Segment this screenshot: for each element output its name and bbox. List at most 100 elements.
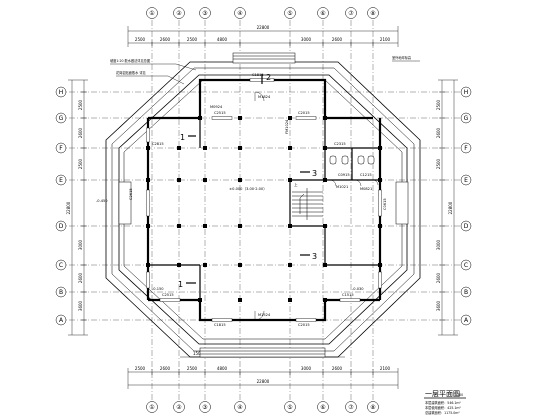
- dim-text: 3000: [78, 239, 83, 250]
- axis-bubbles-top: [146, 7, 379, 19]
- leader-note: 花岗岩贴面散水 详见: [116, 70, 147, 75]
- dim-text: 2500: [78, 99, 83, 110]
- axis-label: G: [59, 115, 64, 122]
- axis-label: F: [59, 145, 63, 152]
- axis-label: ③: [202, 10, 207, 17]
- axis-label: C: [464, 262, 468, 269]
- dim-text: 2500: [135, 366, 146, 371]
- window-label: C1515: [342, 293, 354, 297]
- axis-label: ①: [149, 404, 154, 411]
- area-note: 本层建筑面积：546.1m²: [425, 400, 462, 405]
- axis-label: ⑤: [287, 404, 292, 411]
- window-label: C0615: [383, 198, 387, 210]
- dim-text: 2600: [160, 37, 171, 42]
- stair-label: 上: [294, 182, 298, 187]
- door-label: M0821: [360, 187, 372, 191]
- axis-labels-right: H G F E D C B A: [464, 89, 469, 324]
- window-label: C2315: [334, 142, 346, 146]
- axis-labels-left: H G F E D C B A: [59, 89, 64, 324]
- opening-labels: C2515 C1815 C2015 C2815 C2315 C2515 C181…: [129, 73, 387, 327]
- elevation-mark: -0.030: [352, 287, 364, 291]
- axis-label: E: [59, 177, 63, 184]
- elevation-mark: -0.450: [96, 199, 108, 203]
- axis-label: D: [59, 223, 64, 230]
- dim-text: 3000: [301, 37, 312, 42]
- right-total-dim: 22800: [448, 201, 453, 214]
- axis-label: ⑧: [370, 10, 375, 17]
- axis-label: ⑥: [320, 10, 325, 17]
- dim-text: 2500: [436, 158, 441, 169]
- axis-label: ⑦: [348, 10, 354, 17]
- dim-text: 2500: [135, 37, 146, 42]
- axis-label: H: [464, 89, 469, 96]
- dim-text: 2600: [78, 272, 83, 283]
- dim-text: 2100: [380, 366, 391, 371]
- top-total-dim: 22800: [257, 25, 270, 30]
- axis-label: ④: [237, 404, 242, 411]
- section-label: 3: [312, 252, 317, 261]
- elevation-mark: -0.150: [152, 287, 164, 291]
- dim-text: 2600: [78, 127, 83, 138]
- dim-text: 3000: [301, 366, 312, 371]
- bottom-segment-dims: 2500 2600 2500 4800 3000 2600 2100: [135, 366, 391, 371]
- drawing-title: 一层平面图: [425, 390, 460, 398]
- bottom-inner-dim: 1500: [193, 351, 204, 356]
- dim-text: 2500: [436, 99, 441, 110]
- axis-label: ①: [149, 10, 154, 17]
- leader-note: 坡度1:20 散水做法详见总图: [110, 58, 150, 63]
- dim-text: 4800: [217, 37, 228, 42]
- axis-labels-bottom: ① ② ③ ④ ⑤ ⑥ ⑦ ⑧: [149, 404, 375, 411]
- dim-text: 2600: [436, 272, 441, 283]
- dim-text: 2600: [436, 127, 441, 138]
- axis-label: ⑦: [348, 404, 354, 411]
- window-label: C2615: [129, 188, 133, 200]
- door-label: M1824: [258, 95, 271, 99]
- stair: [292, 188, 323, 220]
- dim-text: 2600: [332, 366, 343, 371]
- axis-label: F: [464, 145, 468, 152]
- section-label: 3: [312, 169, 317, 178]
- dim-text: 2600: [160, 366, 171, 371]
- left-total-dim: 22800: [66, 201, 71, 214]
- dim-text: 2500: [187, 37, 198, 42]
- side-bays: [118, 181, 409, 225]
- dimension-lines-left: [68, 79, 88, 336]
- doors: [254, 91, 379, 321]
- dim-text: 2600: [332, 37, 343, 42]
- window-label: C1815: [252, 73, 264, 77]
- axis-label: B: [59, 289, 63, 296]
- dim-text: 2100: [380, 37, 391, 42]
- top-segment-dims: 2500 2600 2500 4800 3000 2600 2100: [135, 37, 391, 42]
- window-label: C2515: [214, 111, 226, 115]
- axis-label: ⑧: [370, 404, 375, 411]
- entrance-steps: [199, 52, 326, 358]
- dim-text: 3000: [436, 239, 441, 250]
- axis-bubbles-bottom: [146, 401, 379, 413]
- axis-label: E: [464, 177, 468, 184]
- section-label: 2: [266, 73, 271, 82]
- right-segment-dims: 2500 2600 2500 3000 2600 3600: [436, 99, 441, 311]
- axis-label: B: [464, 289, 468, 296]
- door-label: M1021: [336, 185, 348, 189]
- window-label: C2015: [298, 111, 310, 115]
- axis-labels-top: ① ② ③ ④ ⑤ ⑥ ⑦ ⑧: [149, 10, 375, 17]
- area-note: 总建筑面积：1175.0m²: [425, 410, 460, 415]
- axis-label: ②: [176, 10, 182, 17]
- door-label: M1524: [258, 313, 271, 317]
- area-note: 本层使用面积：425.1m²: [425, 405, 462, 410]
- window-label: C2015: [298, 323, 310, 327]
- interior-partitions: [148, 118, 380, 300]
- axis-label: ②: [176, 404, 182, 411]
- section-label: 1: [180, 133, 185, 142]
- dim-text: 3600: [78, 300, 83, 311]
- axis-label: ⑤: [287, 10, 292, 17]
- axis-label: ⑥: [320, 404, 325, 411]
- axis-label: C: [59, 262, 63, 269]
- leader-lines: [110, 60, 420, 85]
- axis-label: D: [464, 223, 469, 230]
- dimension-lines-right: [438, 79, 458, 336]
- drawing-scale: 1:100: [454, 393, 463, 397]
- dim-text: 2500: [78, 158, 83, 169]
- leader-note: 室外地坪标高: [392, 55, 411, 60]
